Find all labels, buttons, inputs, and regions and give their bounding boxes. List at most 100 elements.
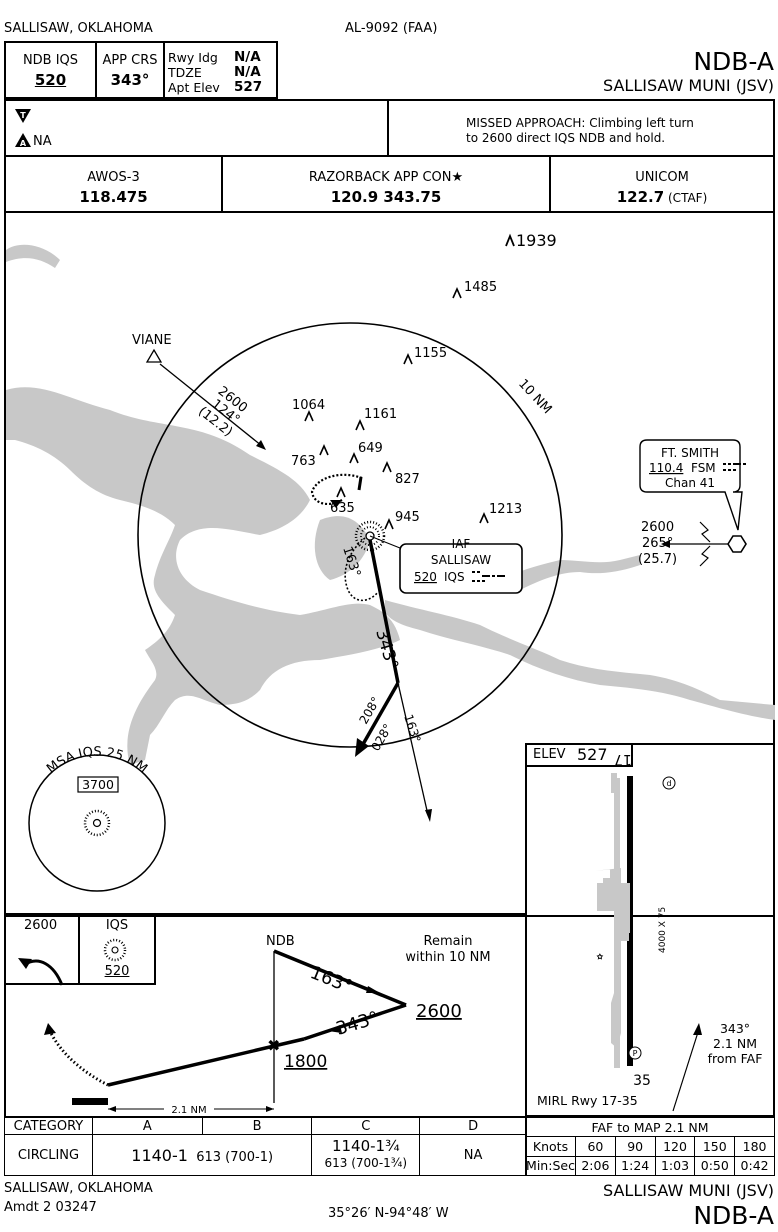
briefing-box [4,41,278,99]
min-d: NA [419,1134,527,1176]
planview-frame [4,211,775,917]
iaf-label: IAF [452,537,471,551]
rwy-top-label: 17 [614,751,632,767]
fsm-crs: 265° [642,536,673,551]
missed-freq: 520 [104,964,130,979]
fsm-chan: Chan 41 [665,476,715,490]
obstacle-763: 763 [291,454,316,469]
divider [95,41,97,99]
time-cell: 0:42 [734,1155,775,1176]
unicom-suffix: (CTAF) [664,191,708,205]
lake-shape [6,244,775,765]
svg-text:d: d [666,779,671,788]
alternate-minimums-icon: A [15,133,31,148]
tdze-value: N/A [234,64,261,80]
viane-label: VIANE [132,333,172,348]
footer-amendment: Amdt 2 03247 [4,1200,97,1215]
iaf-id: IQS [444,570,465,584]
ndb-label: NDB IQS [22,53,79,68]
obstacle-1485: 1485 [464,280,497,295]
missed-fix: IQS [105,918,129,933]
missed-approach-line2: to 2600 direct IQS NDB and hold. [466,131,666,145]
approach-title: NDB-A [693,47,774,76]
footer-approach: NDB-A [693,1201,774,1230]
alternate-letter: A [20,139,27,148]
missed-icons-box [4,913,156,985]
obstacle-827: 827 [395,472,420,487]
lighting-note: MIRL Rwy 17-35 [537,1093,638,1108]
apt-elev-label: Apt Elev [168,80,220,95]
svg-text:T: T [20,111,26,120]
faf-from: from FAF [707,1051,763,1066]
procedure-turn [310,473,363,506]
min-header: C [311,1117,421,1135]
obstacle-1213: 1213 [489,502,522,517]
obstacle-1064: 1064 [292,398,325,413]
rwy-idg-value: N/A [234,49,261,65]
remain-line2: within 10 NM [405,950,490,965]
time-cell: 1:24 [614,1155,656,1176]
footer-coords: 35°26′ N-94°48′ W [328,1206,449,1221]
knots-label: Knots [525,1136,576,1157]
fsm-name: FT. SMITH [661,446,719,460]
time-label: Min:Sec [525,1155,576,1176]
ndb-label: NDB [266,934,295,949]
alternate-na: NA [33,134,52,149]
svg-text:P: P [633,1049,638,1058]
obstacles: 1939 1485 1155 1064 1161 763 649 827 635… [291,231,557,530]
nonstandard-takeoff-icon: T [15,109,31,123]
minimums-table: CATEGORY A B C D CIRCLING 1140-1 613 (70… [4,1117,527,1176]
divider [78,913,80,985]
min-header: CATEGORY [4,1117,93,1135]
knots-cell: 180 [734,1136,775,1157]
faf-cross-icon: ✖ [267,1036,280,1055]
fsm-alt: 2600 [641,520,674,535]
vortac-icon [727,535,747,553]
divider [163,41,165,99]
remain-line1: Remain [424,934,473,949]
rwy-idg-label: Rwy Idg [168,50,218,65]
rwy-bottom-label: 35 [633,1073,651,1089]
iaf-morse-icon [472,571,505,582]
viane-fix-icon [145,348,163,363]
obstacle-1939: 1939 [516,231,557,250]
time-cell: 0:50 [694,1155,736,1176]
holding-pattern [344,537,379,602]
footer-location: SALLISAW, OKLAHOMA [4,1181,153,1196]
time-cell: 2:06 [575,1155,616,1176]
min-row-label: CIRCLING [4,1134,93,1176]
knots-cell: 60 [575,1136,616,1157]
dist-label: 2.1 NM [171,1105,206,1116]
divider [4,155,775,157]
iaf-freq: 520 [414,570,437,584]
footer-airport: SALLISAW MUNI (JSV) [603,1181,774,1200]
airport-diagram-drawing: 17 35 d P ✩ 4000 X 75 [595,751,702,1112]
arrow-crs-a: 208° [356,694,383,726]
radius-label: 10 NM [515,376,554,417]
divider [549,155,551,213]
faf-dist: 2.1 NM [713,1036,757,1051]
procedure-number: AL-9092 (FAA) [345,21,438,36]
proc-turn-alt: 2600 [416,1001,462,1022]
knots-cell: 90 [614,1136,656,1157]
faf-map-title: FAF to MAP 2.1 NM [525,1117,775,1137]
profile-drawing: NDB 163° 343° 2600 Remain within 10 NM ✖… [18,934,491,1116]
time-cell: 1:03 [654,1155,696,1176]
airport-title: SALLISAW MUNI (JSV) [603,76,774,95]
header-location: SALLISAW, OKLAHOMA [4,21,153,36]
faf-crs: 343° [719,1021,751,1036]
fsm-freq: 110.4 [649,461,683,475]
elev-box [525,743,633,767]
app-con-freq: 120.9 343.75 [330,188,442,206]
awos-freq: 118.475 [79,188,148,206]
mda-alt: 1800 [284,1052,327,1072]
unicom-label: UNICOM [635,170,689,185]
faf-note: 343° 2.1 NM from FAF [690,1021,778,1066]
ndb-freq: 520 [34,71,67,89]
faf-map-table: FAF to MAP 2.1 NM Knots 60 90 120 150 18… [525,1117,775,1176]
elev-label: ELEV [533,747,566,762]
app-crs-label: APP CRS [102,53,158,68]
